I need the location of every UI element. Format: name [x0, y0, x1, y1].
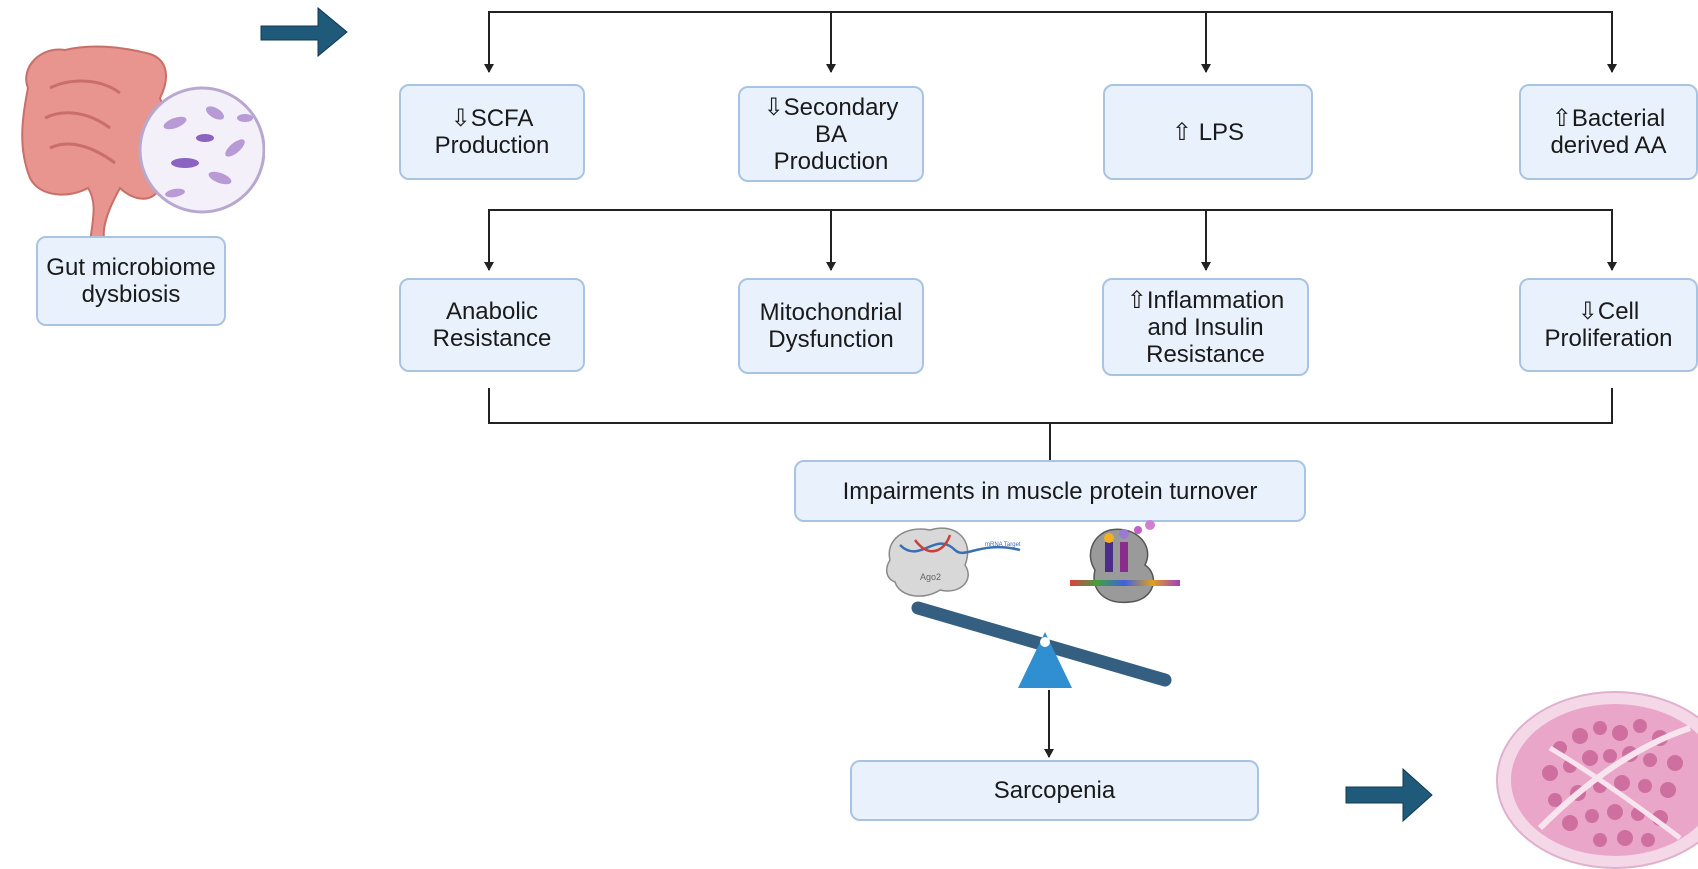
inflammation-insulin-box: ⇧Inflammation and Insulin Resistance [1102, 278, 1309, 376]
arrow-to-cell-proliferation [488, 209, 1617, 271]
mitochondrial-dysfunction-box: Mitochondrial Dysfunction [738, 278, 924, 374]
block-arrow-right-bottom [1345, 767, 1433, 823]
seesaw-illustration: Ago2 mRNA Target [885, 520, 1180, 688]
impairments-box: Impairments in muscle protein turnover [794, 460, 1306, 522]
lps-box: ⇧ LPS [1103, 84, 1313, 180]
scfa-production-box: ⇩SCFA Production [399, 84, 585, 180]
svg-text:mRNA Target: mRNA Target [985, 542, 1021, 548]
svg-text:Ago2: Ago2 [920, 572, 941, 582]
sarcopenia-box: Sarcopenia [850, 760, 1259, 821]
bacterial-aa-box: ⇧Bacterial derived AA [1519, 84, 1698, 180]
ago2-icon: Ago2 mRNA Target [885, 527, 1021, 597]
secondary-ba-box: ⇩Secondary BA Production [738, 86, 924, 182]
seesaw-fulcrum [1018, 632, 1072, 688]
cell-proliferation-box: ⇩Cell Proliferation [1519, 278, 1698, 372]
arrow-to-bacterial-aa [488, 11, 1617, 73]
muscle-tissue-illustration [1496, 691, 1698, 869]
block-arrow-right-top [260, 6, 348, 58]
gut-microbiome-dysbiosis-box: Gut microbiome dysbiosis [36, 236, 226, 326]
intestine-illustration [21, 45, 265, 243]
ribosome-icon [1070, 520, 1180, 604]
converge-bracket [488, 388, 1613, 424]
anabolic-resistance-box: Anabolic Resistance [399, 278, 585, 372]
